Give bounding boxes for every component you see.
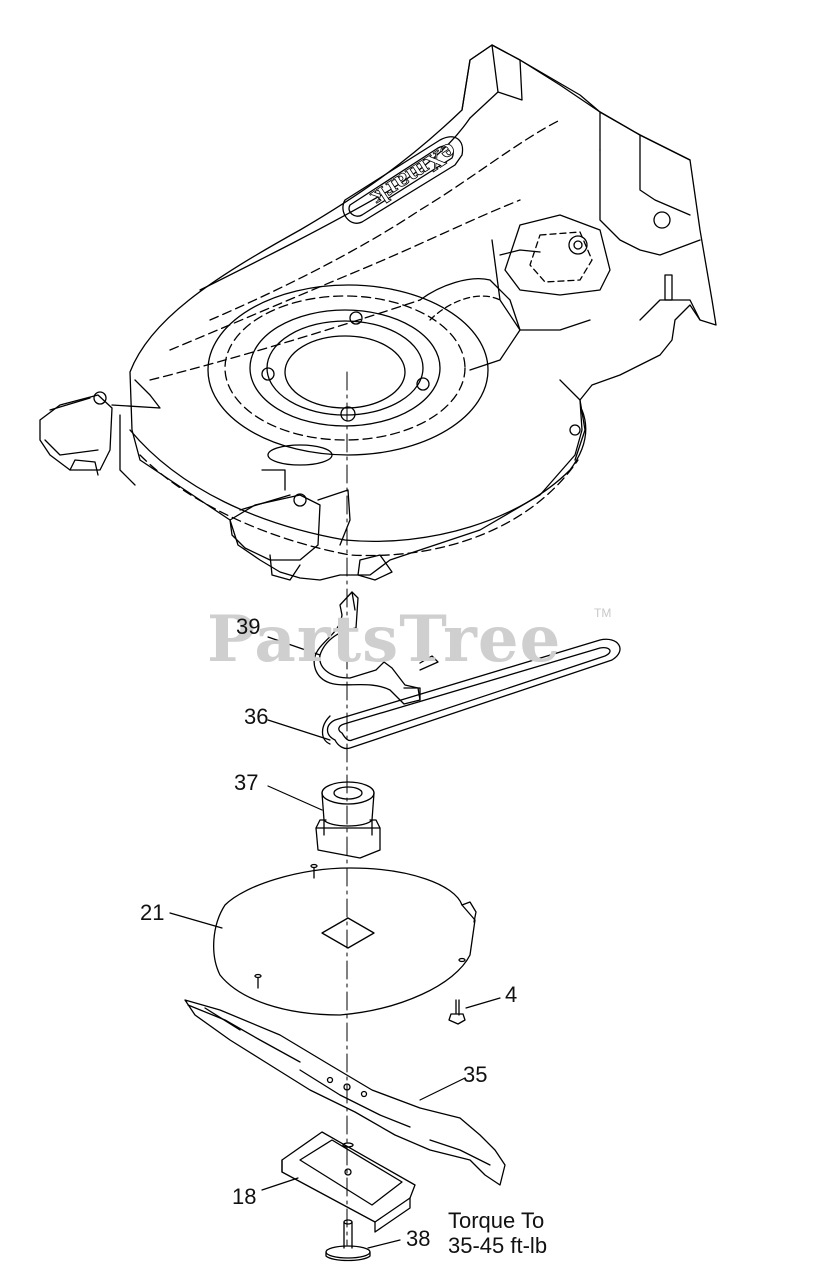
bearing-housing-37 <box>315 781 381 859</box>
belt-guide-bracket-39 <box>313 591 439 705</box>
callout-36: 36 <box>244 704 269 729</box>
callout-18: 18 <box>232 1184 257 1209</box>
callout-21: 21 <box>140 900 165 925</box>
torque-note-line2: 35-45 ft-lb <box>448 1233 548 1259</box>
watermark: PartsTree <box>207 602 562 677</box>
callout-38: 38 <box>406 1226 431 1251</box>
callout-4: 4 <box>505 982 518 1007</box>
drive-belt-36 <box>321 638 621 750</box>
screw-4 <box>448 999 466 1025</box>
mower-deck-housing <box>39 44 717 581</box>
callout-37: 37 <box>234 770 259 795</box>
blade-bolt-38 <box>325 1219 371 1262</box>
torque-note: Torque To 35-45 ft-lb <box>448 1208 547 1259</box>
watermark-trademark: TM <box>594 606 612 620</box>
deck-logo-text: eXmark <box>366 137 461 211</box>
torque-note-line1: Torque To <box>448 1208 545 1233</box>
callout-35: 35 <box>463 1062 488 1087</box>
mower-blade-35 <box>184 999 506 1186</box>
callout-39: 39 <box>236 614 261 639</box>
blade-adapter-18 <box>281 1131 416 1233</box>
callout-leader-lines <box>169 636 501 1249</box>
blade-baffle-plate-21 <box>213 863 477 1016</box>
